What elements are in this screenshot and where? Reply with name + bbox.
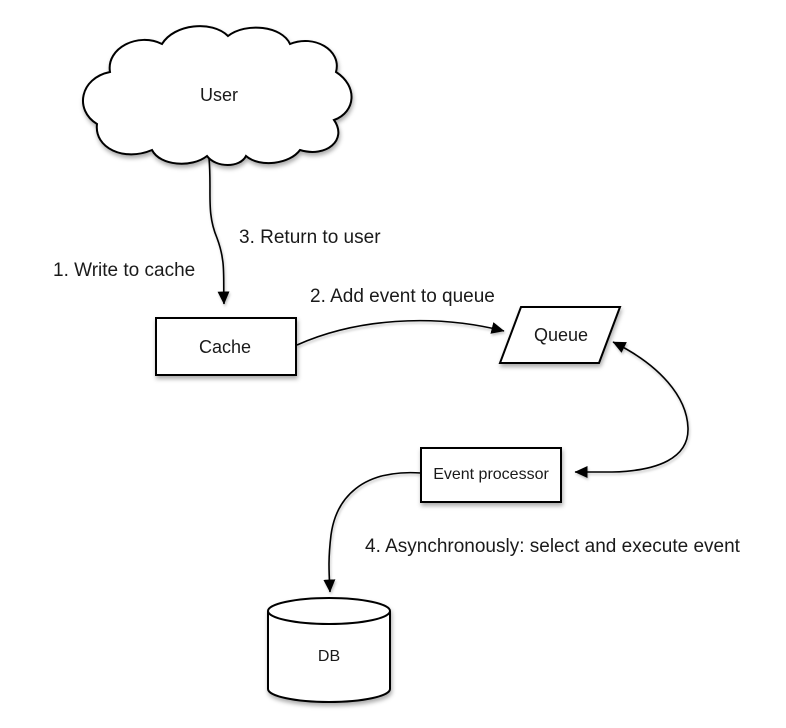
edge-cache-to-queue [296, 319, 505, 346]
edge-label-write-to-cache: 1. Write to cache [53, 260, 196, 281]
node-label-queue: Queue [533, 325, 589, 345]
user-cloud-shape [82, 25, 353, 166]
edge-event-processor-to-db [323, 471, 422, 593]
edge-queue-event-processor [574, 341, 689, 478]
node-label-cache: Cache [198, 337, 252, 357]
edge-label-async-select-execute: 4. Asynchronously: select and execute ev… [365, 536, 740, 557]
node-label-user: User [199, 85, 239, 105]
cache-box-shape [155, 317, 297, 376]
db-cylinder-shape [267, 596, 391, 704]
node-label-event-processor: Event processor [433, 466, 549, 483]
edge-user-to-cache [208, 157, 230, 305]
edge-label-return-to-user: 3. Return to user [239, 227, 381, 248]
node-label-db: DB [317, 648, 341, 665]
event-processor-box-shape [420, 447, 562, 503]
edge-label-add-event-to-queue: 2. Add event to queue [310, 286, 495, 307]
queue-parallelogram-shape [498, 306, 622, 364]
